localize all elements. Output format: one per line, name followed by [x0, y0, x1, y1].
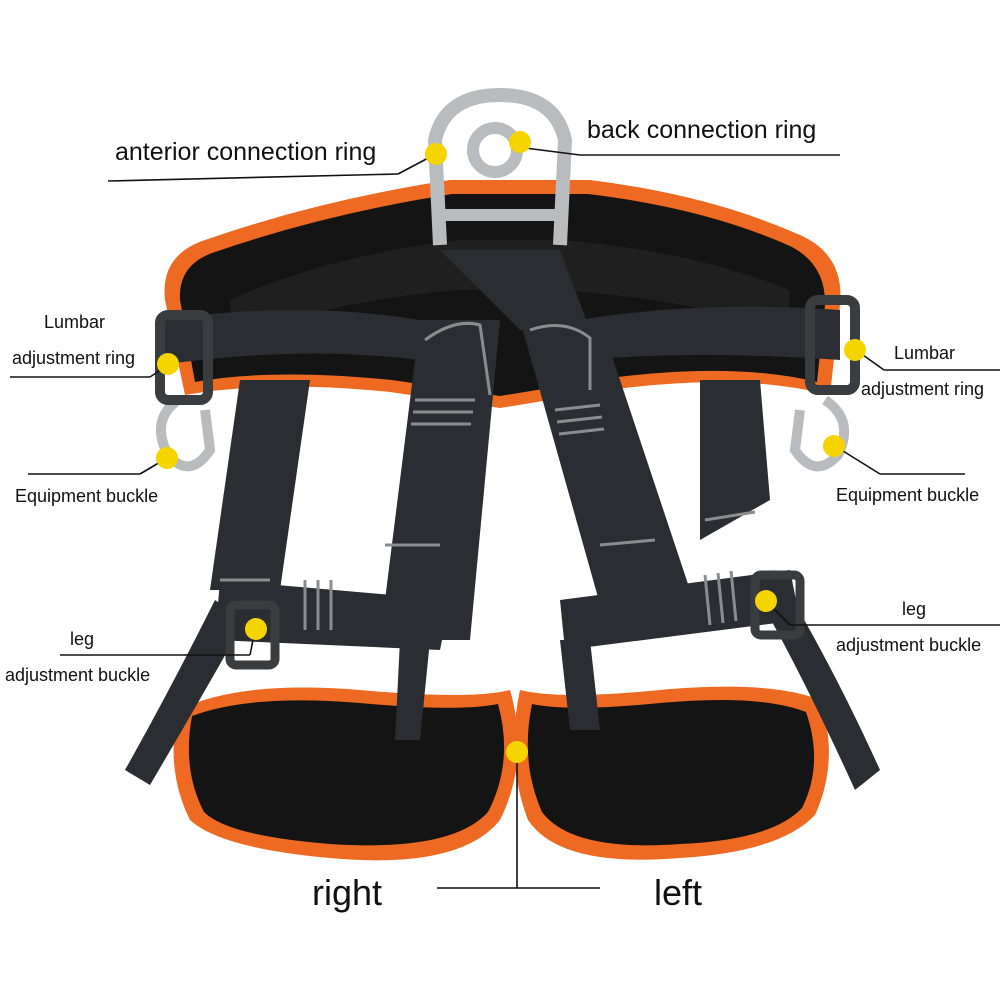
marker-anterior-ring — [425, 143, 447, 165]
stitching — [220, 321, 756, 630]
label-equipment-buckle-right: Equipment buckle — [836, 485, 980, 505]
leg-loop-right — [173, 687, 519, 861]
marker-leg-right — [755, 590, 777, 612]
marker-crotch — [506, 741, 528, 763]
label-anterior-connection-ring: anterior connection ring — [115, 138, 377, 166]
label-lumbar-right-line1: Lumbar — [894, 343, 956, 363]
marker-leg-left — [245, 618, 267, 640]
marker-lumbar-right — [844, 339, 866, 361]
markers — [156, 131, 866, 763]
label-leg-left-line1: leg — [70, 629, 95, 649]
marker-equipment-right — [823, 435, 845, 457]
marker-lumbar-left — [157, 353, 179, 375]
marker-equipment-left — [156, 447, 178, 469]
label-leg-right-line1: leg — [902, 599, 927, 619]
leg-loop-left — [514, 686, 829, 860]
label-lumbar-left-line1: Lumbar — [44, 312, 106, 332]
metal-hardware — [155, 87, 860, 670]
marker-back-ring — [509, 131, 531, 153]
label-leg-right-line2: adjustment buckle — [836, 635, 982, 655]
label-lumbar-right-line2: adjustment ring — [861, 379, 985, 399]
label-leg-left-line2: adjustment buckle — [5, 665, 151, 685]
label-left: left — [654, 872, 703, 913]
label-back-connection-ring: back connection ring — [587, 116, 817, 144]
label-right: right — [312, 872, 383, 913]
label-lumbar-left-line2: adjustment ring — [12, 348, 136, 368]
label-equipment-buckle-left: Equipment buckle — [15, 486, 159, 506]
